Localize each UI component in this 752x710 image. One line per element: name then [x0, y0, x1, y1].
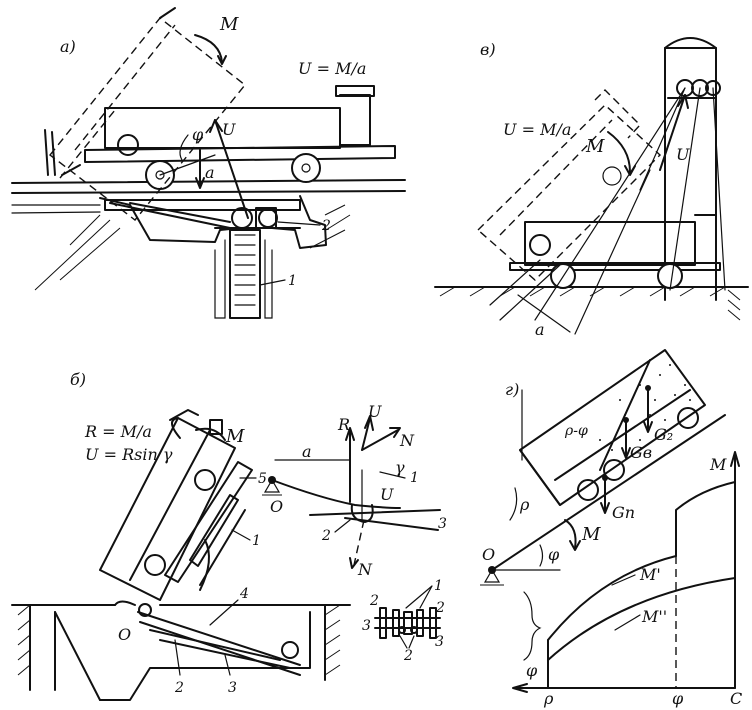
panel-b-num3: 3: [228, 680, 237, 696]
panel-b-det-o: O: [270, 497, 283, 516]
panel-g-gn: Gп: [612, 503, 635, 522]
panel-b-force-u: U: [368, 402, 382, 421]
panel-b-cs-2c: 2: [403, 648, 413, 664]
panel-b-det-num1: 1: [410, 470, 419, 486]
panel-b-det-u: U: [380, 485, 394, 504]
panel-a-letter: а): [60, 37, 76, 56]
panel-g-graph-m1: M': [639, 565, 661, 584]
panel-b-num5: 5: [258, 471, 267, 487]
panel-g-graph-m: M: [709, 455, 727, 474]
panel-g-x-rho: ρ: [543, 689, 554, 708]
panel-g-moment: M: [581, 524, 601, 545]
panel-g: г) ρ-φ G₂ Gв Gп ρ M φ O M M' M'' φ ρ φ C: [480, 349, 742, 708]
panel-b-formula1: R = M/a: [84, 422, 152, 441]
panel-b-formula2: U = Rsin γ: [85, 445, 173, 464]
panel-b-num1: 1: [252, 533, 261, 549]
panel-b-moment: M: [225, 426, 245, 447]
panel-a-formula: U = M/a: [298, 59, 366, 78]
panel-b-det-num3: 3: [438, 516, 447, 532]
panel-g-gb: Gв: [630, 443, 652, 462]
panel-g-pivot: O: [482, 545, 495, 564]
panel-a: а) U = M/a M U φ a 1 2: [11, 7, 406, 319]
panel-b-cs-1: 1: [434, 578, 443, 594]
panel-v: в) U = M/a M U a: [434, 37, 749, 339]
panel-v-moment: M: [585, 136, 605, 157]
panel-g-g2: G₂: [654, 425, 673, 444]
panel-b-force-r: R: [337, 415, 350, 434]
panel-b-cs-3b: 3: [435, 634, 444, 650]
panel-g-axis-phi: φ: [526, 661, 538, 680]
panel-a-arm-label: a: [205, 163, 215, 182]
panel-b-arm: a: [302, 442, 312, 461]
panel-v-u-label: U: [676, 145, 690, 164]
panel-a-u-label: U: [222, 120, 236, 139]
panel-b-pivot: O: [118, 625, 131, 644]
panel-g-x-phi: φ: [672, 689, 684, 708]
panel-a-phi-label: φ: [192, 125, 204, 144]
panel-a-moment: M: [219, 14, 239, 35]
panel-b-det-num2: 2: [321, 528, 331, 544]
panel-b-cs-2b: 2: [435, 600, 445, 616]
panel-a-num1: 1: [288, 273, 297, 289]
panel-b-num2: 2: [174, 680, 184, 696]
panel-g-graph-m2: M'': [641, 607, 667, 626]
panel-g-letter: г): [505, 380, 519, 399]
panel-g-angle-rho-phi: ρ-φ: [564, 423, 588, 439]
panel-v-arm-label: a: [535, 320, 545, 339]
panel-g-x-c: C: [730, 689, 742, 708]
panel-b-cs-2a: 2: [369, 593, 379, 609]
panel-v-formula: U = M/a: [503, 120, 571, 139]
panel-b-det-n: N: [357, 560, 373, 579]
panel-a-num2: 2: [321, 218, 331, 234]
panel-b-num4: 4: [239, 586, 249, 602]
panel-g-phi: φ: [548, 545, 560, 564]
panel-v-letter: в): [480, 40, 496, 59]
panel-b: R = M/a U = Rsin γ б) M 5 1 4 2 3 O R U …: [11, 370, 447, 701]
panel-b-letter: б): [70, 370, 86, 389]
panel-b-force-n: N: [399, 431, 415, 450]
panel-b-cs-3a: 3: [362, 618, 371, 634]
panel-b-gamma: γ: [395, 458, 405, 477]
panel-g-rho: ρ: [519, 495, 530, 514]
